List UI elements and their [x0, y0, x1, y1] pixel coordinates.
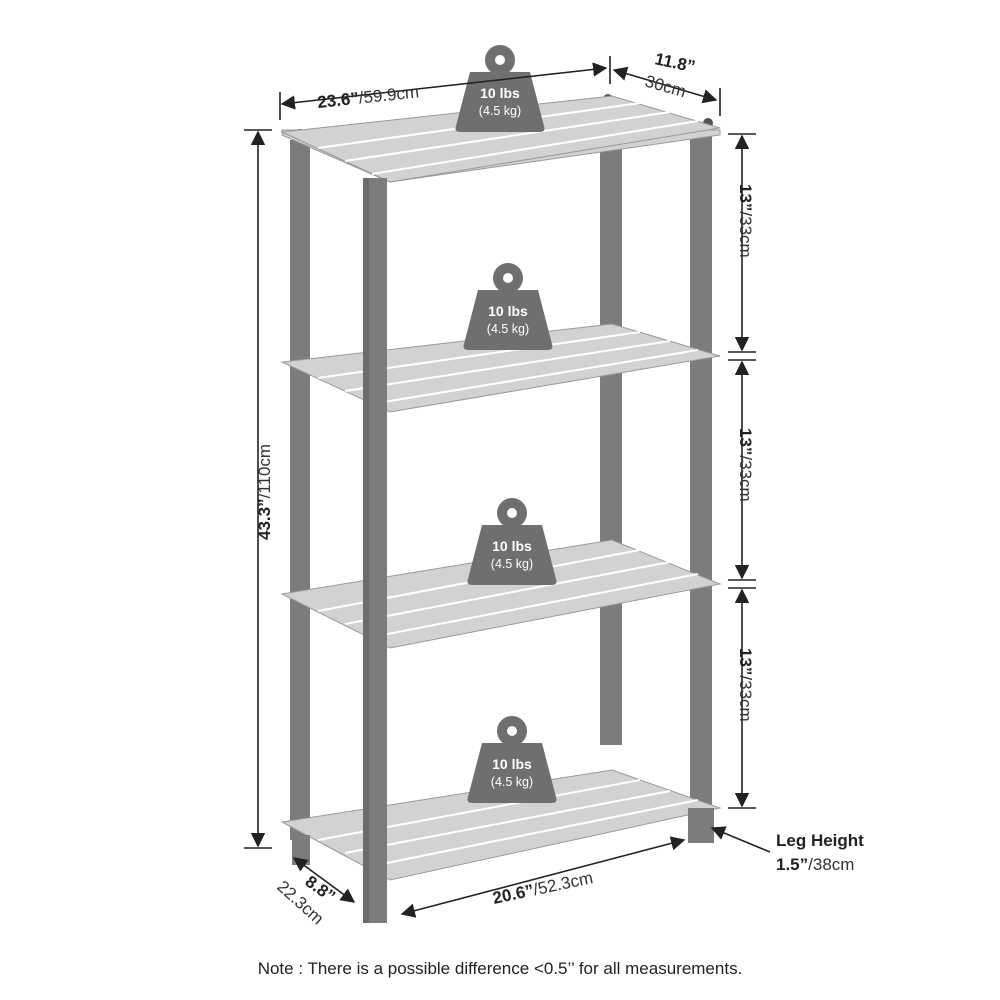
- weight-kg-label: (4.5 kg): [479, 104, 521, 118]
- weight-badge: 10 lbs (4.5 kg): [467, 498, 557, 585]
- measurement-note: Note : There is a possible difference <0…: [258, 959, 743, 978]
- weight-kg-label: (4.5 kg): [491, 557, 533, 571]
- spacing-label-2: 13”/33cm: [736, 428, 755, 502]
- overall-width-label: 23.6”/59.9cm: [316, 82, 420, 112]
- spacing-label-3: 13”/33cm: [736, 648, 755, 722]
- depth-label-in: 11.8”: [653, 49, 697, 76]
- weight-lbs-label: 10 lbs: [488, 303, 528, 319]
- weight-badge: 10 lbs (4.5 kg): [467, 716, 557, 803]
- front-posts: [292, 178, 714, 923]
- weight-lbs-label: 10 lbs: [492, 756, 532, 772]
- inner-width-label: 20.6”/52.3cm: [491, 868, 595, 908]
- overall-height-label: 43.3”/110cm: [255, 444, 274, 540]
- weight-badge: 10 lbs (4.5 kg): [463, 263, 553, 350]
- leg-height-value: 1.5”/38cm: [776, 855, 854, 874]
- weight-lbs-label: 10 lbs: [492, 538, 532, 554]
- weight-kg-label: (4.5 kg): [487, 322, 529, 336]
- weight-badge: 10 lbs (4.5 kg): [455, 45, 545, 132]
- weight-lbs-label: 10 lbs: [480, 85, 520, 101]
- spacing-label-1: 13”/33cm: [736, 184, 755, 258]
- depth-label-cm: 30cm: [643, 72, 688, 102]
- dimension-lines: [244, 56, 771, 918]
- weight-kg-label: (4.5 kg): [491, 775, 533, 789]
- leg-height-title: Leg Height: [776, 831, 864, 850]
